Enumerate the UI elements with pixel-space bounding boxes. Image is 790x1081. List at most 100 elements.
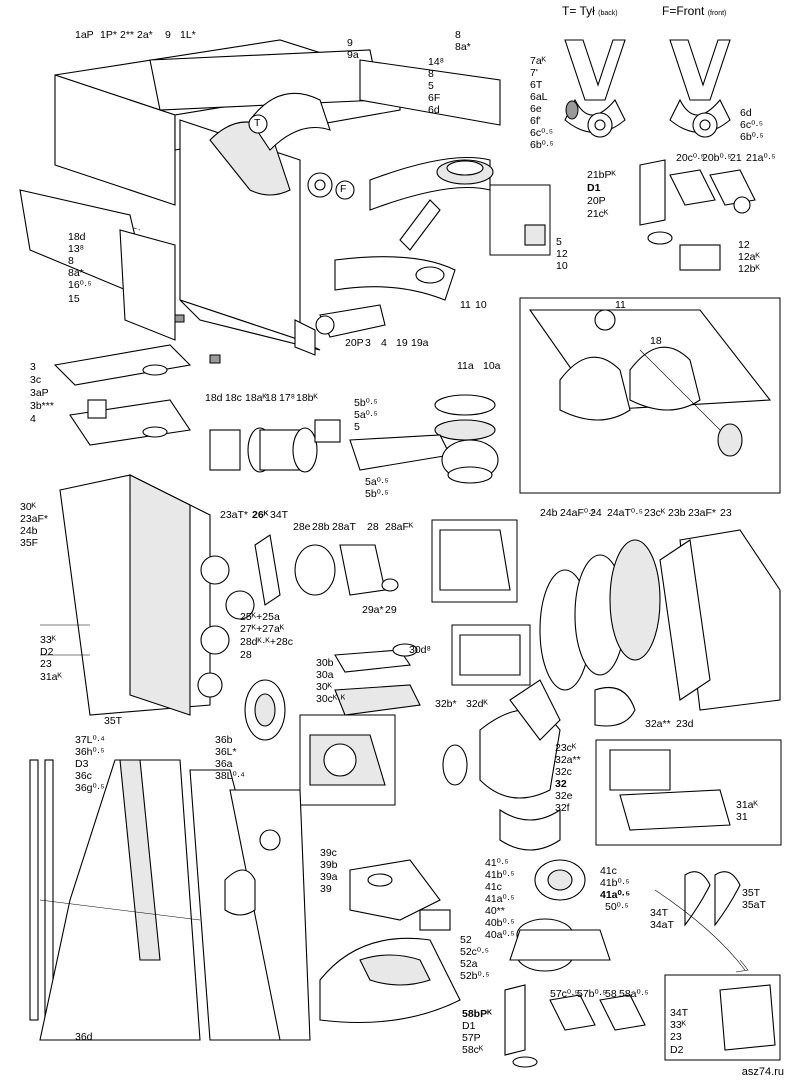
slew-ring-5 <box>349 394 499 484</box>
part-label: 18d <box>205 392 223 404</box>
part-label: 10 <box>556 260 568 272</box>
part-label: 26ᴷ <box>252 509 269 521</box>
part-label: 19 <box>396 337 408 349</box>
part-label: 12 <box>556 248 568 260</box>
part-label: 41c <box>600 865 617 877</box>
part-label: 32e <box>555 790 573 802</box>
part-label: 32f <box>555 802 570 814</box>
part-label: 6d <box>740 107 752 119</box>
part-label: 52b⁰·⁵ <box>460 970 490 982</box>
part-label: 34T <box>670 1007 689 1019</box>
part-label: 5b⁰·⁵ <box>365 488 389 500</box>
part-label: 18aᴷ <box>245 392 267 404</box>
part-label: D2 <box>670 1044 684 1056</box>
part-label: D2 <box>40 646 54 658</box>
pin-assembly-18 <box>209 419 341 473</box>
bracket-30 <box>334 643 421 716</box>
part-label: 21a⁰·⁵ <box>746 152 776 164</box>
part-label: 25ᴷ+25a <box>240 611 280 623</box>
legend-back: T= Tył (back) <box>562 4 618 18</box>
part-label: 19a <box>411 337 429 349</box>
part-label: 18 <box>265 392 277 404</box>
callout-box-bearing <box>299 714 396 806</box>
part-label: 24aF⁰·⁵ <box>560 507 596 519</box>
part-label: 36a <box>215 758 233 770</box>
part-label: 21cᴷ <box>587 208 609 220</box>
part-label: 24 <box>590 507 602 519</box>
part-label: 34T <box>270 509 289 521</box>
part-label: 58cᴷ <box>462 1044 484 1056</box>
part-label: 10 <box>475 299 487 311</box>
part-label: 8 <box>428 68 434 80</box>
part-label: 30cᴷ·ᴷ <box>316 693 346 705</box>
valve-block-28 <box>294 544 399 596</box>
part-label: 28b <box>312 521 330 533</box>
part-label: 30ᴷ <box>20 501 37 513</box>
part-label: 5a⁰·⁵ <box>354 409 378 421</box>
part-label: 35T <box>742 887 761 899</box>
carriage-back-view <box>564 39 626 138</box>
part-label: 32a** <box>555 754 581 766</box>
part-label: 29a* <box>362 604 384 616</box>
pad-52 <box>319 937 461 1024</box>
part-label: 41c <box>485 881 502 893</box>
part-label: 39c <box>320 847 337 859</box>
part-label: 4 <box>381 337 387 349</box>
part-label: 37L⁰·⁴ <box>75 734 105 746</box>
part-label: 3aP <box>30 387 49 399</box>
part-label: 35aT <box>742 899 766 911</box>
part-label: 33ᴷ <box>40 634 57 646</box>
part-label: 58bPᴷ <box>462 1008 492 1020</box>
part-label: 5b⁰·⁵ <box>354 397 378 409</box>
callout-box-30 <box>451 624 531 686</box>
part-label: 41a⁰·⁵ <box>600 889 631 901</box>
part-label: 8a* <box>455 41 471 53</box>
part-label: 29 <box>385 604 397 616</box>
callout-box-valve <box>489 184 551 256</box>
part-label: 1L* <box>180 29 196 41</box>
part-label: 18d <box>68 231 86 243</box>
legend-front: F=Front (front) <box>662 4 727 18</box>
part-label: 41⁰·⁵ <box>485 857 509 869</box>
part-label: 34T <box>650 907 669 919</box>
part-label: 39a <box>320 871 338 883</box>
frame-detail-view <box>528 309 772 457</box>
part-label: F <box>340 183 347 195</box>
bracket-parts-21 <box>639 159 756 271</box>
part-label: 23 <box>40 658 52 670</box>
part-label: 30d⁸ <box>409 644 431 656</box>
part-label: D3 <box>75 758 89 770</box>
part-label: 27ᴷ+27aᴷ <box>240 623 285 635</box>
part-label: 50⁰·⁵ <box>605 901 629 913</box>
part-label: 32 <box>555 778 567 790</box>
part-label: 41b⁰·⁵ <box>485 869 515 881</box>
part-label: 18c <box>225 392 242 404</box>
part-label: 3 <box>365 337 371 349</box>
gear-assembly-40 <box>509 859 611 972</box>
part-label: 3b*** <box>30 400 54 412</box>
part-label: 23cᴷ <box>644 507 666 519</box>
part-label: 52c⁰·⁵ <box>460 946 489 958</box>
part-label: 6d <box>428 104 440 116</box>
part-label: 23 <box>720 507 732 519</box>
part-label: 6c⁰·⁵ <box>530 127 554 139</box>
part-label: 12 <box>738 239 750 251</box>
part-label: 6f' <box>530 115 541 127</box>
callout-box-28 <box>431 519 518 603</box>
part-label: 11 <box>460 299 471 311</box>
part-label: 31aᴷ <box>736 799 758 811</box>
part-label: 2** <box>120 29 135 41</box>
part-label: 6e <box>530 103 542 115</box>
part-label: 32dᴷ <box>466 698 488 710</box>
part-label: 23aF* <box>20 513 49 525</box>
part-label: 52 <box>460 934 472 946</box>
part-label: 30ᴷ <box>316 681 333 693</box>
part-label: 40a⁰·⁵ <box>485 929 515 941</box>
part-label: 18bᴷ <box>296 392 318 404</box>
part-label: 35T <box>104 715 123 727</box>
part-label: 36b <box>215 734 233 746</box>
part-label: 41b⁰·⁵ <box>600 877 630 889</box>
part-label: 16⁰·⁵ <box>68 279 92 291</box>
cover-32a <box>594 686 636 727</box>
part-label: 36h⁰·⁵ <box>75 746 105 758</box>
